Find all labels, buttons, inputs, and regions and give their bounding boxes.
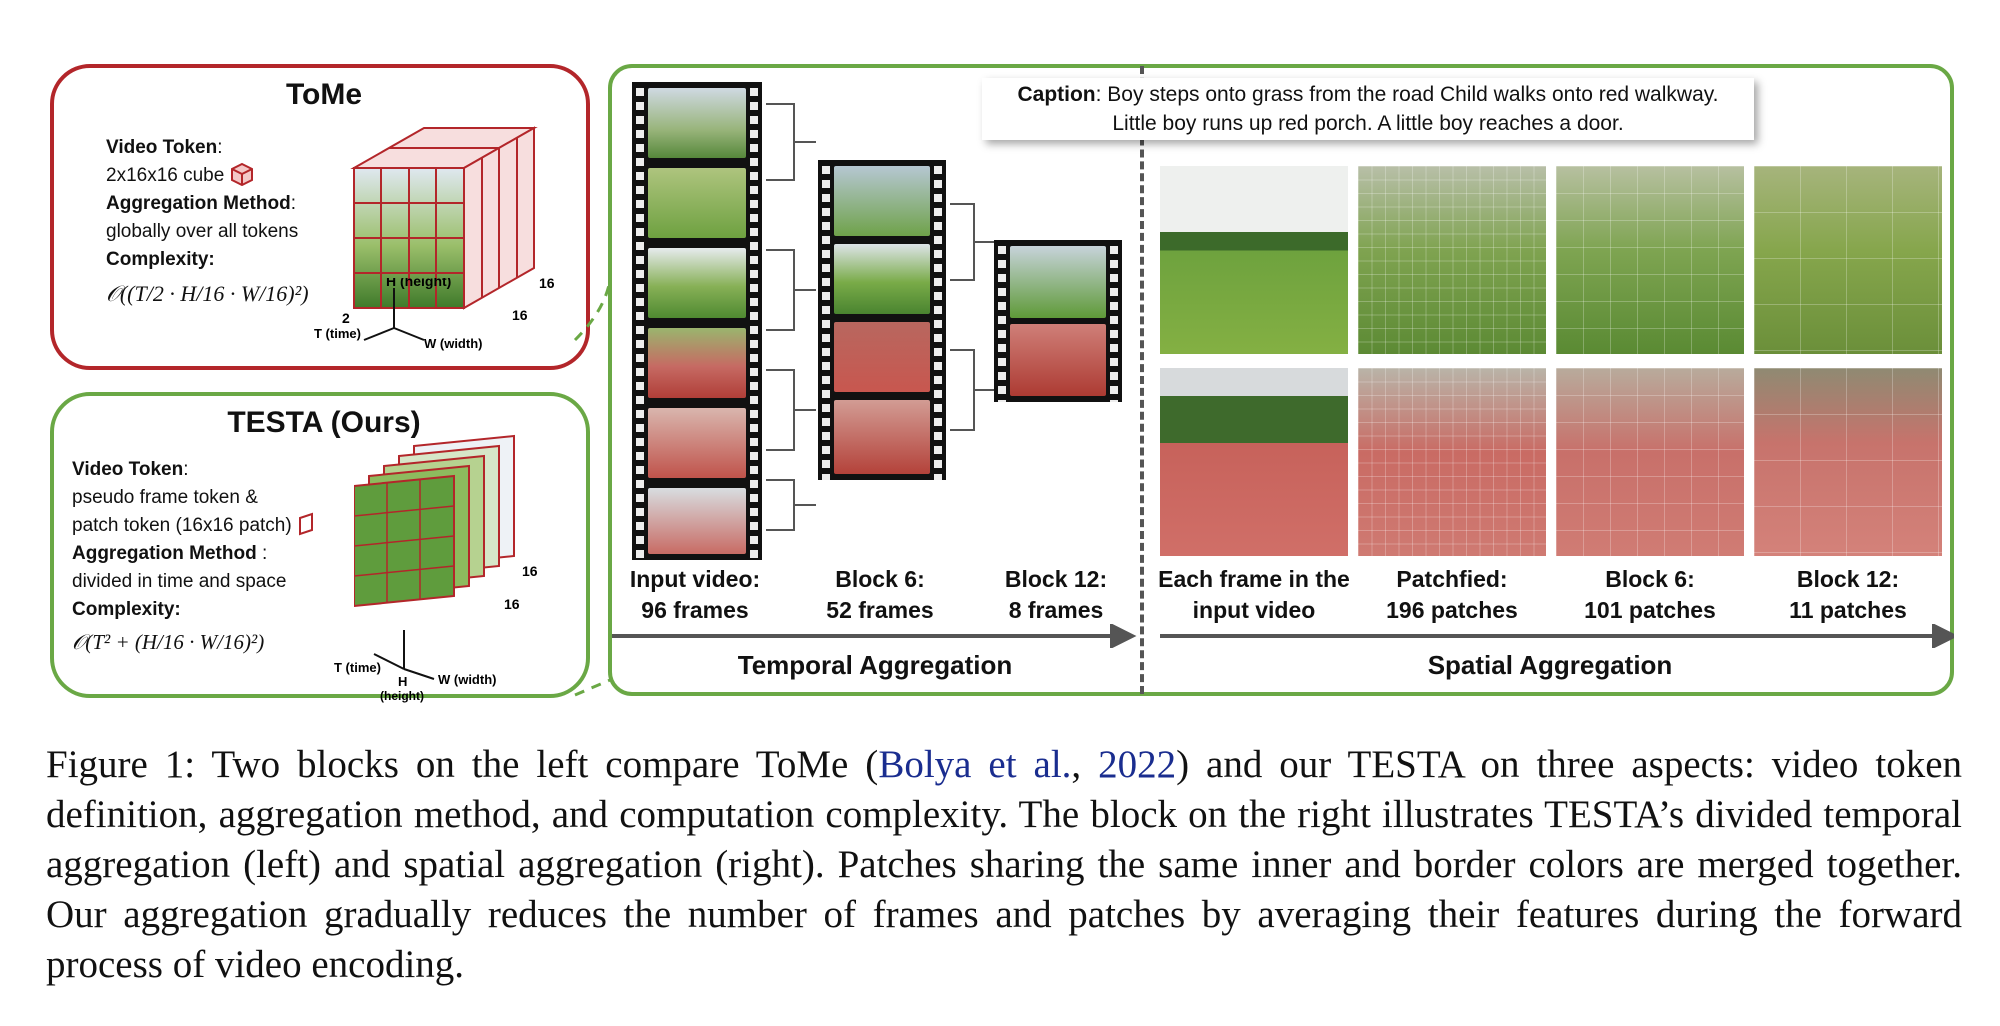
- figure-caption-lead: Figure 1: Two blocks on the left compare…: [46, 743, 879, 786]
- spatial-aggregation-title: Spatial Aggregation: [1427, 650, 1673, 680]
- frame-patchified-walkway: [1358, 368, 1546, 556]
- aggregation-panel: [608, 64, 1954, 696]
- frame-block6-walkway: [1556, 368, 1744, 556]
- testa-title: TESTA (Ours): [227, 406, 421, 439]
- testa-text: Video Token: pseudo frame token & patch …: [72, 456, 362, 656]
- testa-video-token-line1: pseudo frame token &: [72, 487, 258, 508]
- block6-to-block12-brackets: [950, 203, 994, 431]
- frame-input-walkway: [1160, 368, 1348, 556]
- testa-agg-label: Aggregation Method: [72, 543, 257, 564]
- testa-formula: 𝒪(T² + (H/16 · W/16)²): [72, 630, 265, 654]
- label-block12-patches: Block 12:11 patches: [1789, 566, 1907, 623]
- testa-axis-w: W (width): [438, 672, 496, 687]
- testa-axis-h: H: [398, 674, 407, 689]
- testa-axis-t: T (time): [334, 660, 381, 675]
- input-video-filmstrip: [632, 82, 762, 560]
- frame-block12-walkway: [1754, 368, 1942, 556]
- tome-video-token-value: 2x16x16 cube: [106, 165, 225, 186]
- tome-cube-grid: 2 16 16: [342, 126, 555, 326]
- tome-agg-value: globally over all tokens: [106, 221, 299, 242]
- patch-icon: [298, 512, 313, 536]
- figure-caption: Figure 1: Two blocks on the left compare…: [46, 740, 1962, 990]
- testa-agg-value: divided in time and space: [72, 571, 287, 592]
- testa-axes: T (time) H (height) W (width): [334, 630, 496, 703]
- testa-complexity-label: Complexity:: [72, 599, 181, 620]
- section-divider: [1140, 66, 1144, 694]
- tome-text: Video Token: 2x16x16 cube Aggregation Me…: [106, 134, 356, 308]
- caption-line2: Little boy runs up red porch. A little b…: [1112, 112, 1624, 135]
- temporal-aggregation-title: Temporal Aggregation: [737, 650, 1013, 680]
- label-block6-frames: Block 6:52 frames: [826, 566, 934, 623]
- tome-axis-w: W (width): [424, 336, 482, 351]
- label-patchified: Patchfied:196 patches: [1386, 566, 1518, 623]
- testa-video-token-label: Video Token: [72, 459, 184, 480]
- frame-input-grass: [1160, 166, 1348, 354]
- testa-video-token-line2: patch token (16x16 patch): [72, 515, 292, 536]
- caption-line1: : Boy steps onto grass from the road Chi…: [1095, 83, 1719, 106]
- tome-title: ToMe: [285, 78, 363, 111]
- testa-dim-16a: 16: [522, 563, 538, 579]
- frame-block12-grass: [1754, 166, 1942, 354]
- testa-panel: TESTA (Ours) Video Token: pseudo frame t…: [50, 392, 590, 703]
- testa-dim-16b: 16: [504, 596, 520, 612]
- label-block6-patches: Block 6:101 patches: [1584, 566, 1716, 623]
- block12-filmstrip: [994, 240, 1122, 402]
- tome-panel: ToMe Video Token: 2x16x16 cube Aggregati…: [50, 64, 590, 370]
- testa-frame-stack: 16 16: [354, 434, 538, 612]
- label-input-video: Input video:96 frames: [629, 566, 761, 623]
- block6-filmstrip: [818, 160, 946, 480]
- citation-sep: ,: [1071, 743, 1099, 786]
- label-block12-frames: Block 12:8 frames: [1004, 566, 1108, 623]
- tome-formula: 𝒪((T/2 · H/16 · W/16)²): [106, 281, 309, 306]
- frame-patchified-grass: [1358, 166, 1546, 354]
- tome-complexity-label: Complexity:: [106, 249, 215, 270]
- tome-axes: H (height) T (time) W (width): [314, 278, 482, 351]
- tome-dim-2: 2: [342, 310, 350, 326]
- aggregation-arrows: [612, 624, 1954, 648]
- tome-axis-h: H (height): [386, 278, 451, 289]
- caption-prefix: Caption: [1017, 83, 1096, 106]
- citation-author-link[interactable]: Bolya et al.: [878, 743, 1072, 786]
- tome-video-token-label: Video Token: [106, 137, 218, 158]
- tome-dim-16a: 16: [539, 275, 555, 291]
- panel-connector: [573, 280, 612, 697]
- tome-axis-t: T (time): [314, 326, 361, 341]
- tome-dim-16b: 16: [512, 307, 528, 323]
- frame-block6-grass: [1556, 166, 1744, 354]
- figure-caption-rest: ) and our TESTA on three aspects: video …: [46, 743, 1963, 986]
- input-to-block6-brackets: [766, 103, 816, 531]
- cube-icon: [230, 162, 253, 187]
- citation-year-link[interactable]: 2022: [1098, 743, 1177, 786]
- testa-axis-h2: (height): [380, 689, 424, 703]
- caption-box: Caption: Boy steps onto grass from the r…: [982, 78, 1754, 140]
- tome-agg-label: Aggregation Method: [106, 193, 291, 214]
